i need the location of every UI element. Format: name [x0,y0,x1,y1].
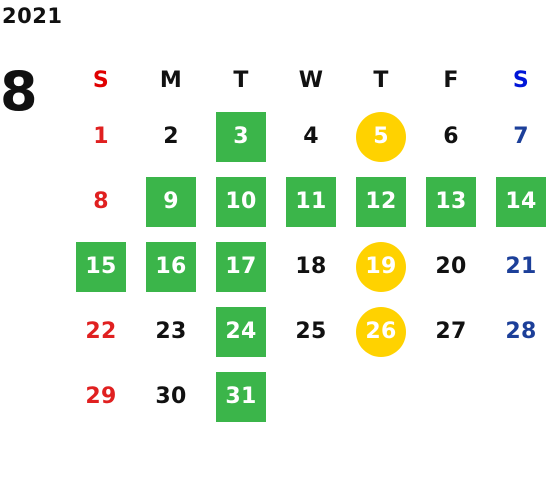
day-number: 18 [295,254,327,279]
day-number: 1 [93,124,109,149]
weekday-tue: T [206,56,276,104]
day-cell-green[interactable]: 14 [486,169,548,234]
weekday-label: S [92,67,110,93]
day-number: 5 [356,111,406,162]
year-label: 2021 [2,4,63,28]
day-cell[interactable]: 30 [136,364,206,429]
day-number: 23 [155,319,187,344]
weekday-thu: T [346,56,416,104]
day-cell[interactable]: 2 [136,104,206,169]
weekday-sat: S [486,56,548,104]
day-cell[interactable]: 22 [66,299,136,364]
day-number: 28 [505,319,537,344]
day-cell[interactable]: 25 [276,299,346,364]
day-number: 19 [356,241,406,292]
day-cell-green[interactable]: 13 [416,169,486,234]
day-number: 27 [435,319,467,344]
day-cell-green[interactable]: 31 [206,364,276,429]
day-number: 15 [76,241,126,292]
day-number: 2 [163,124,179,149]
weekday-label: W [298,67,324,93]
day-cell-yellow-circle[interactable]: 19 [346,234,416,299]
day-cell[interactable]: 1 [66,104,136,169]
weekday-label: F [443,67,459,93]
weekday-sun: S [66,56,136,104]
day-number: 7 [513,124,529,149]
day-number: 20 [435,254,467,279]
day-number: 26 [356,306,406,357]
day-cell-green[interactable]: 10 [206,169,276,234]
day-number: 22 [85,319,117,344]
day-number: 9 [146,176,196,227]
weekday-label: T [233,67,249,93]
month-number: 8 [0,60,38,123]
day-cell[interactable]: 28 [486,299,548,364]
day-cell[interactable]: 8 [66,169,136,234]
day-number: 14 [496,176,546,227]
day-cell-green[interactable]: 15 [66,234,136,299]
calendar-grid: S M T W T F S 1 2 3 4 5 6 7 8 9 10 11 12… [66,56,548,429]
day-cell[interactable]: 21 [486,234,548,299]
day-cell[interactable]: 29 [66,364,136,429]
day-cell-green[interactable]: 16 [136,234,206,299]
day-cell[interactable]: 23 [136,299,206,364]
weekday-fri: F [416,56,486,104]
weekday-label: T [373,67,389,93]
day-cell-yellow-circle[interactable]: 5 [346,104,416,169]
day-cell-green[interactable]: 12 [346,169,416,234]
day-cell-green[interactable]: 3 [206,104,276,169]
weekday-wed: W [276,56,346,104]
day-number: 11 [286,176,336,227]
day-number: 21 [505,254,537,279]
day-cell-green[interactable]: 24 [206,299,276,364]
day-cell[interactable]: 20 [416,234,486,299]
weekday-label: M [159,67,183,93]
day-number: 24 [216,306,266,357]
day-cell-green[interactable]: 9 [136,169,206,234]
day-cell[interactable]: 4 [276,104,346,169]
day-number: 30 [155,384,187,409]
day-number: 6 [443,124,459,149]
day-number: 13 [426,176,476,227]
day-number: 4 [303,124,319,149]
day-cell[interactable]: 7 [486,104,548,169]
day-number: 16 [146,241,196,292]
day-cell[interactable]: 6 [416,104,486,169]
weekday-mon: M [136,56,206,104]
day-number: 31 [216,371,266,422]
day-number: 3 [216,111,266,162]
day-number: 17 [216,241,266,292]
day-cell[interactable]: 18 [276,234,346,299]
day-number: 10 [216,176,266,227]
day-cell-green[interactable]: 17 [206,234,276,299]
day-number: 12 [356,176,406,227]
day-cell[interactable]: 27 [416,299,486,364]
day-number: 8 [93,189,109,214]
day-number: 29 [85,384,117,409]
day-cell-green[interactable]: 11 [276,169,346,234]
weekday-label: S [512,67,530,93]
day-cell-yellow-circle[interactable]: 26 [346,299,416,364]
day-number: 25 [295,319,327,344]
